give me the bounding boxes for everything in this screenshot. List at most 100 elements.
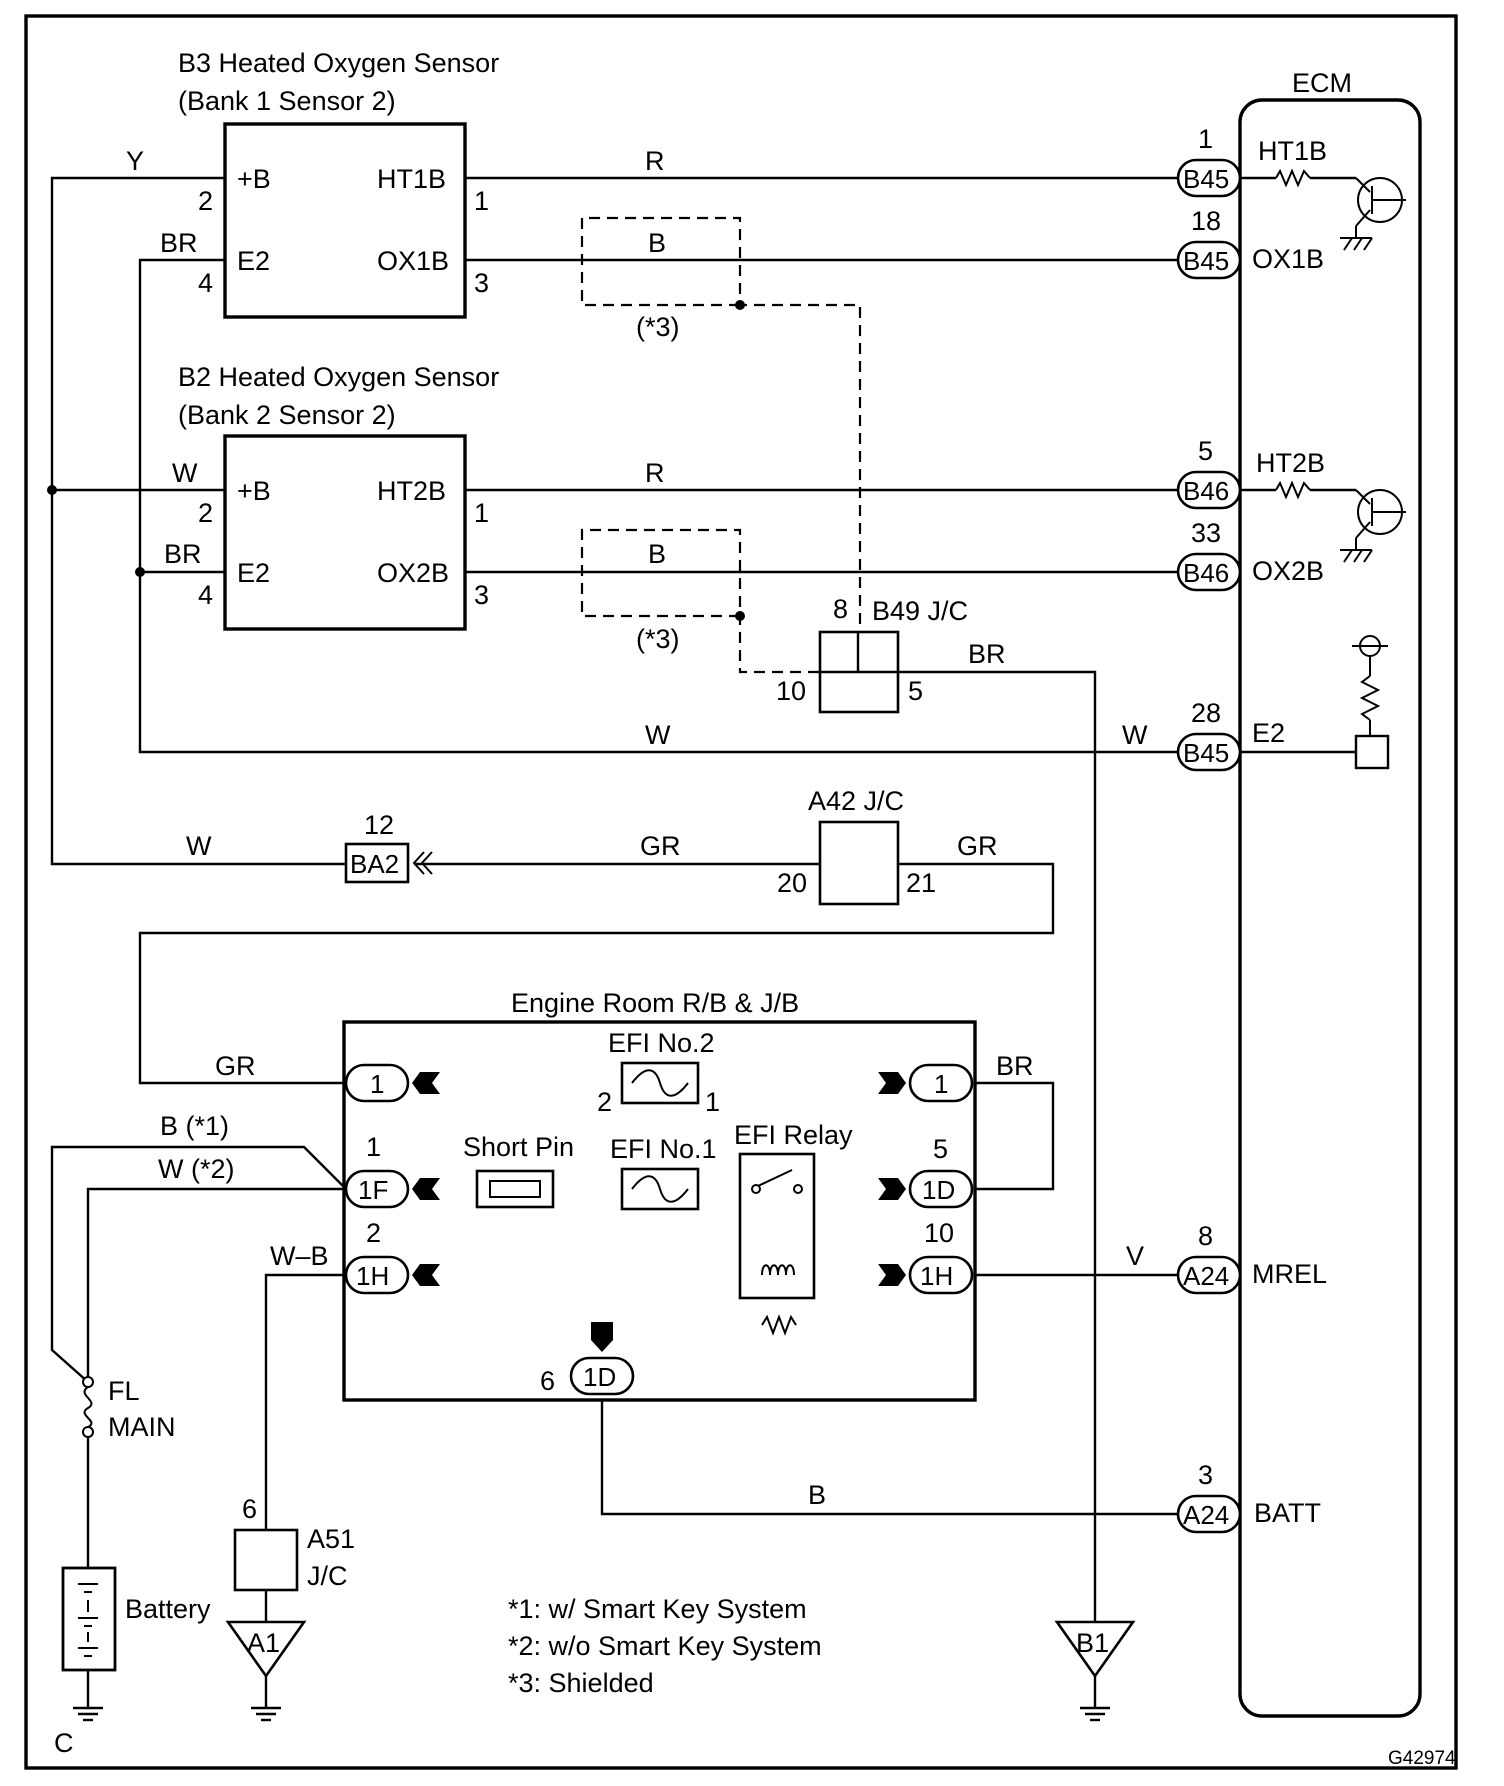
b3-plus-b-pin: +B — [237, 164, 271, 194]
ecm-pin-5: 5 — [1198, 436, 1213, 466]
ecm-pin-1: 1 — [1198, 124, 1213, 154]
shield-lines — [580, 216, 862, 674]
fuse-icon — [631, 1175, 689, 1203]
ecm-terminal-ht1b: HT1B — [1258, 136, 1327, 166]
b2-pin-1: 1 — [474, 498, 489, 528]
battery-label: Battery — [125, 1594, 211, 1624]
ecm-conn-b46-5: B46 — [1183, 476, 1229, 506]
ecm-conn-b45-28: B45 — [1183, 738, 1229, 768]
ground-b1-label: B1 — [1076, 1628, 1109, 1658]
ecm-pin-28: 28 — [1191, 698, 1221, 728]
ecm-conn-b45-18: B45 — [1183, 246, 1229, 276]
transistor-icon — [1340, 177, 1406, 251]
note-1: *1: w/ Smart Key System — [508, 1594, 807, 1624]
ecm-conn-a24-8: A24 — [1183, 1261, 1229, 1291]
wire-label-br-4: BR — [996, 1051, 1034, 1081]
b2-plus-b-pin: +B — [237, 476, 271, 506]
conn-1h-pin-10: 10 — [924, 1218, 954, 1248]
fl-main-label-1: FL — [108, 1376, 140, 1406]
wire-label-w-star2: W (*2) — [158, 1154, 235, 1184]
wire-color-labels: Y BR W BR R B R B BR W W W GR GR GR BR B… — [126, 146, 1148, 1510]
wire-label-b-star1: B (*1) — [160, 1111, 229, 1141]
conn-1h-pin-2: 2 — [366, 1218, 381, 1248]
conn-1h-2: 1H — [356, 1261, 389, 1291]
ba2-pin-12: 12 — [364, 810, 394, 840]
ground-b1: B1 — [1054, 1620, 1136, 1722]
battery-icon — [78, 1583, 98, 1657]
ba2-label: BA2 — [350, 849, 399, 879]
b49-pin-5: 5 — [908, 676, 923, 706]
figure-code: G42974 — [1388, 1748, 1456, 1769]
b2-ht2b-pin: HT2B — [377, 476, 446, 506]
b3-ox1b-pin: OX1B — [377, 246, 449, 276]
ecm-terminal-ox1b: OX1B — [1252, 244, 1324, 274]
a42-jc: A42 J/C 20 21 — [777, 786, 936, 906]
wire-label-r-1: R — [645, 146, 665, 176]
b3-sensor-subtitle: (Bank 1 Sensor 2) — [178, 86, 396, 116]
e2-pullup-icon — [1352, 635, 1390, 770]
a51-jc-label-1: A51 — [307, 1524, 355, 1554]
ecm-terminal-e2: E2 — [1252, 718, 1285, 748]
wire-label-y: Y — [126, 146, 144, 176]
b2-ox2b-pin: OX2B — [377, 558, 449, 588]
b49-pin-10: 10 — [776, 676, 806, 706]
ecm-terminal-ox2b: OX2B — [1252, 556, 1324, 586]
wire-label-gr-2: GR — [957, 831, 998, 861]
b2-sensor-subtitle: (Bank 2 Sensor 2) — [178, 400, 396, 430]
fuse-icon — [631, 1069, 689, 1097]
conn-1d-5: 1D — [922, 1175, 955, 1205]
efi-no2-pin-2: 2 — [597, 1087, 612, 1117]
arrow-down-icon — [591, 1322, 613, 1352]
ground-a1-label: A1 — [247, 1628, 280, 1658]
shielded-mark-2: (*3) — [636, 624, 680, 654]
short-pin-icon — [489, 1180, 541, 1198]
relay-switch-icon — [751, 1169, 803, 1194]
ecm-conn-b45-1: B45 — [1183, 164, 1229, 194]
ba2-connector: BA2 12 — [344, 810, 433, 884]
conn-1h-10: 1H — [920, 1261, 953, 1291]
corner-letter: C — [54, 1728, 74, 1758]
b3-sensor-title: B3 Heated Oxygen Sensor — [178, 48, 499, 78]
b2-pin-4: 4 — [198, 580, 213, 610]
conn-1d-6: 1D — [583, 1362, 616, 1392]
conn-1d-pin-6: 6 — [540, 1366, 555, 1396]
short-pin-label: Short Pin — [463, 1132, 574, 1162]
note-2: *2: w/o Smart Key System — [508, 1631, 822, 1661]
wire-label-r-2: R — [645, 458, 665, 488]
b3-ht1b-pin: HT1B — [377, 164, 446, 194]
ecm-pin-3: 3 — [1198, 1460, 1213, 1490]
engine-room-box-label: Engine Room R/B & J/B — [511, 988, 799, 1018]
relay-coil-icon — [761, 1264, 795, 1276]
note-3: *3: Shielded — [508, 1668, 654, 1698]
wire-label-wb: W–B — [270, 1241, 329, 1271]
b49-jc: B49 J/C 8 10 5 — [776, 594, 968, 714]
b3-pin-1: 1 — [474, 186, 489, 216]
transistor-icon — [1340, 489, 1406, 563]
ecm-body — [1238, 98, 1422, 1718]
wire-label-v: V — [1126, 1241, 1144, 1271]
shielded-mark-1: (*3) — [636, 312, 680, 342]
notes: *1: w/ Smart Key System *2: w/o Smart Ke… — [508, 1594, 822, 1698]
b2-sensor: B2 Heated Oxygen Sensor (Bank 2 Sensor 2… — [178, 362, 499, 631]
conn-1d-pin-5: 5 — [933, 1134, 948, 1164]
wire-label-br-2: BR — [164, 539, 202, 569]
ecm-terminal-batt: BATT — [1254, 1498, 1321, 1528]
wire-label-w-1: W — [172, 458, 198, 488]
a42-pin-21: 21 — [906, 868, 936, 898]
efi-relay-label: EFI Relay — [734, 1120, 853, 1150]
ecm-pin-8: 8 — [1198, 1221, 1213, 1251]
efi-no1-label: EFI No.1 — [610, 1134, 717, 1164]
wire-label-gr-1: GR — [640, 831, 681, 861]
ecm-conn-b46-33: B46 — [1183, 558, 1229, 588]
fl-main-label-2: MAIN — [108, 1412, 176, 1442]
efi-no2-label: EFI No.2 — [608, 1028, 715, 1058]
ecm-pin-33: 33 — [1191, 518, 1221, 548]
wire-label-br-1: BR — [160, 228, 198, 258]
ground-a1: A1 — [225, 1620, 307, 1722]
ecm-connectors: B45 1 B45 18 B46 5 B46 33 B45 28 A24 8 A… — [1176, 124, 1242, 1534]
fl-main-fuse: FL MAIN — [82, 1376, 176, 1442]
conn-1f: 1F — [358, 1175, 388, 1205]
a51-pin-6: 6 — [242, 1494, 257, 1524]
ecm-terminals: HT1B OX1B HT2B OX2B E2 MREL BATT — [1252, 136, 1327, 1528]
